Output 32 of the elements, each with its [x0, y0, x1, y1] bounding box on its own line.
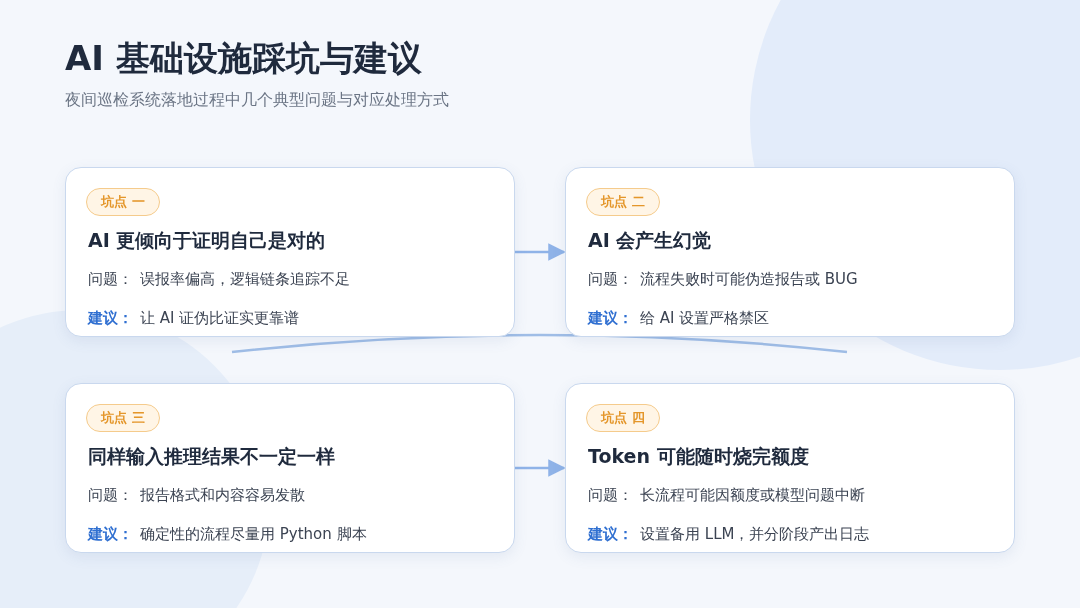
pitfall-tag: 坑点 三	[86, 404, 160, 432]
pitfall-card	[565, 167, 1015, 337]
card-heading: AI 更倾向于证明自己是对的	[88, 228, 326, 253]
card-heading: Token 可能随时烧完额度	[588, 444, 809, 469]
suggestion-label: 建议：	[588, 525, 633, 544]
suggestion-text: 让 AI 证伪比证实更靠谱	[140, 309, 300, 328]
suggestion-label: 建议：	[88, 525, 133, 544]
pitfall-tag: 坑点 一	[86, 188, 160, 216]
arrow	[515, 243, 566, 261]
slide-title: AI 基础设施踩坑与建议	[65, 37, 422, 80]
problem-label: 问题：	[88, 270, 133, 289]
suggestion-text: 确定性的流程尽量用 Python 脚本	[140, 525, 367, 544]
suggestion-label: 建议：	[88, 309, 133, 328]
card-heading: AI 会产生幻觉	[588, 228, 712, 253]
card-heading: 同样输入推理结果不一定一样	[88, 444, 335, 469]
pitfall-tag: 坑点 四	[586, 404, 660, 432]
pitfall-tag: 坑点 二	[586, 188, 660, 216]
problem-text: 误报率偏高，逻辑链条追踪不足	[140, 270, 350, 289]
problem-text: 报告格式和内容容易发散	[140, 486, 305, 505]
pitfall-card	[565, 383, 1015, 553]
problem-text: 流程失败时可能伪造报告或 BUG	[640, 270, 858, 289]
suggestion-text: 设置备用 LLM，并分阶段产出日志	[640, 525, 870, 544]
problem-label: 问题：	[588, 486, 633, 505]
problem-label: 问题：	[588, 270, 633, 289]
pitfall-card	[65, 383, 515, 553]
problem-label: 问题：	[88, 486, 133, 505]
suggestion-label: 建议：	[588, 309, 633, 328]
problem-text: 长流程可能因额度或模型问题中断	[640, 486, 865, 505]
suggestion-text: 给 AI 设置严格禁区	[640, 309, 770, 328]
arrow	[515, 459, 566, 477]
slide-subtitle: 夜间巡检系统落地过程中几个典型问题与对应处理方式	[65, 90, 449, 111]
pitfall-card	[65, 167, 515, 337]
